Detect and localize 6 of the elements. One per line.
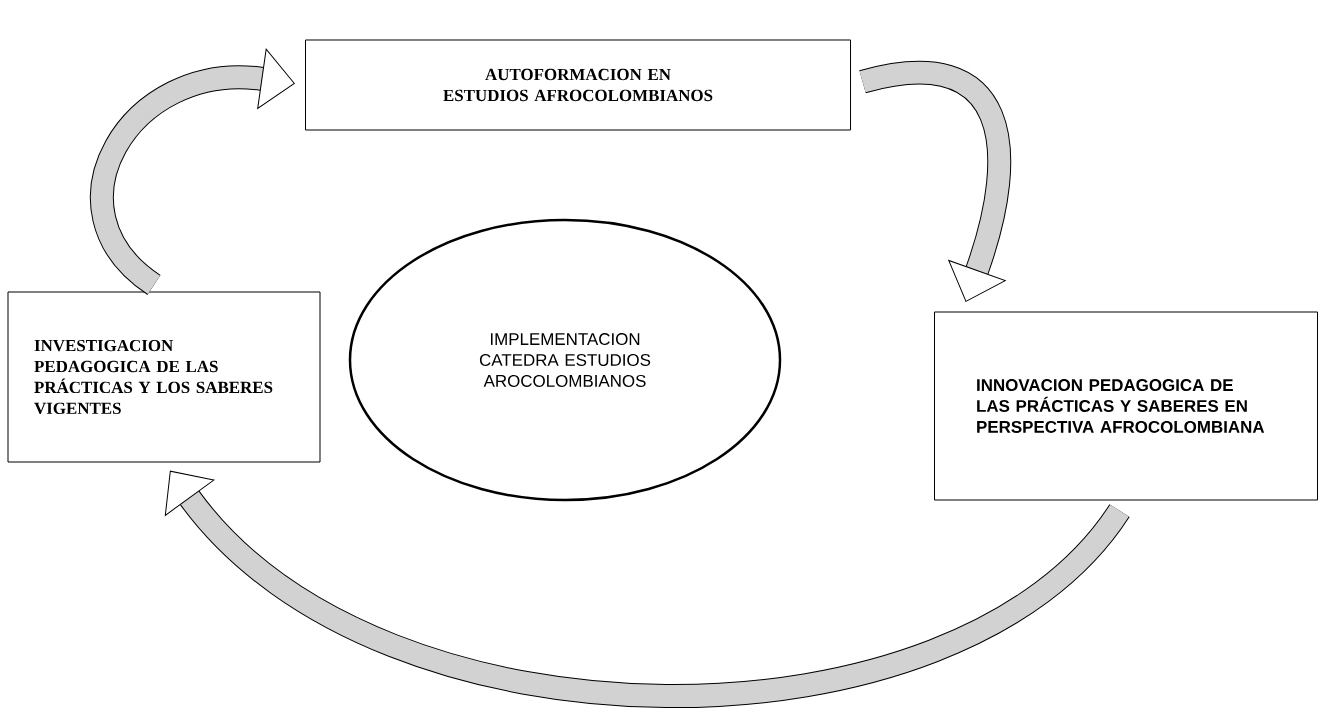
curved-arrow (860, 61, 1012, 302)
process-box: INNOVACION PEDAGOGICA DE LAS PRÁCTICAS Y SABERES EN PERSPECTIVA AFROCOLOMBIANA (934, 311, 1318, 501)
curved-arrow (164, 470, 1129, 708)
title-box: AUTOFORMACION EN ESTUDIOS AFROCOLOMBIANOS (305, 39, 851, 131)
curved-arrow (90, 48, 295, 295)
process-box: INVESTIGACION PEDAGOGICA DE LAS PRÁCTICAS Y LOS SABERES VIGENTES (7, 291, 321, 463)
